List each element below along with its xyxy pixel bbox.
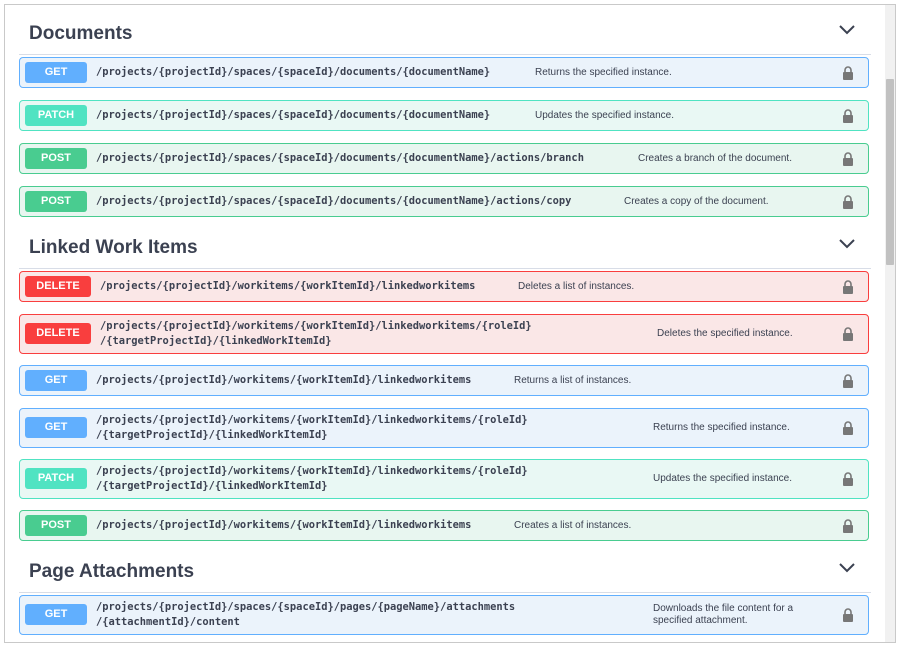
section-page-attachments-header[interactable]: Page Attachments bbox=[19, 547, 871, 593]
endpoint-path-line2: /{targetProjectId}/{linkedWorkItemId} bbox=[100, 335, 332, 347]
endpoint-path: /projects/{projectId}/spaces/{spaceId}/d… bbox=[96, 66, 491, 78]
endpoint-path: /projects/{projectId}/workitems/{workIte… bbox=[96, 374, 472, 386]
endpoint-description: Creates a list of instances. bbox=[514, 520, 632, 531]
scrollbar-thumb[interactable] bbox=[886, 79, 894, 265]
endpoint-path-line1: /projects/{projectId}/workitems/{workIte… bbox=[100, 320, 532, 332]
endpoint-description: Returns the specified instance. bbox=[653, 422, 790, 433]
lock-icon[interactable] bbox=[842, 327, 854, 341]
operation-patch-document[interactable]: PATCH /projects/{projectId}/spaces/{spac… bbox=[19, 100, 869, 131]
section-title: Page Attachments bbox=[29, 561, 195, 582]
endpoint-path-line1: /projects/{projectId}/workitems/{workIte… bbox=[96, 414, 528, 426]
section-title: Documents bbox=[29, 23, 133, 44]
endpoint-description: Deletes the specified instance. bbox=[657, 328, 793, 339]
chevron-down-icon[interactable] bbox=[839, 239, 855, 249]
method-badge: DELETE bbox=[25, 276, 91, 297]
operation-post-linked-work-items[interactable]: POST /projects/{projectId}/workitems/{wo… bbox=[19, 510, 869, 541]
operation-get-attachment-content[interactable]: GET /projects/{projectId}/spaces/{spaceI… bbox=[19, 595, 869, 635]
lock-icon[interactable] bbox=[842, 421, 854, 435]
lock-icon[interactable] bbox=[842, 374, 854, 388]
endpoint-path: /projects/{projectId}/workitems/{workIte… bbox=[100, 280, 476, 292]
lock-icon[interactable] bbox=[842, 66, 854, 80]
lock-icon[interactable] bbox=[842, 519, 854, 533]
method-badge: POST bbox=[25, 191, 87, 212]
endpoint-description: Creates a branch of the document. bbox=[638, 153, 792, 164]
method-badge: GET bbox=[25, 62, 87, 83]
endpoint-path-line2: /{targetProjectId}/{linkedWorkItemId} bbox=[96, 480, 328, 492]
endpoint-description-line2: specified attachment. bbox=[653, 615, 748, 626]
endpoint-description: Updates the specified instance. bbox=[535, 110, 674, 121]
section-title: Linked Work Items bbox=[29, 237, 198, 258]
operation-get-linked-work-item[interactable]: GET /projects/{projectId}/workitems/{wor… bbox=[19, 408, 869, 448]
endpoint-description: Creates a copy of the document. bbox=[624, 196, 769, 207]
lock-icon[interactable] bbox=[842, 608, 854, 622]
lock-icon[interactable] bbox=[842, 280, 854, 294]
chevron-down-icon[interactable] bbox=[839, 25, 855, 35]
section-documents-header[interactable]: Documents bbox=[19, 9, 871, 55]
lock-icon[interactable] bbox=[842, 109, 854, 123]
endpoint-path-line2: /{attachmentId}/content bbox=[96, 616, 240, 628]
endpoint-path-line1: /projects/{projectId}/spaces/{spaceId}/p… bbox=[96, 601, 516, 613]
endpoint-description: Returns the specified instance. bbox=[535, 67, 672, 78]
vertical-scrollbar[interactable] bbox=[885, 5, 895, 642]
operation-post-document-branch[interactable]: POST /projects/{projectId}/spaces/{space… bbox=[19, 143, 869, 174]
method-badge: POST bbox=[25, 515, 87, 536]
endpoint-path: /projects/{projectId}/spaces/{spaceId}/d… bbox=[96, 152, 584, 164]
endpoint-description: Updates the specified instance. bbox=[653, 473, 792, 484]
chevron-down-icon[interactable] bbox=[839, 563, 855, 573]
lock-icon[interactable] bbox=[842, 195, 854, 209]
lock-icon[interactable] bbox=[842, 472, 854, 486]
method-badge: POST bbox=[25, 148, 87, 169]
endpoint-path-line1: /projects/{projectId}/workitems/{workIte… bbox=[96, 465, 528, 477]
method-badge: GET bbox=[25, 370, 87, 391]
endpoint-description: Returns a list of instances. bbox=[514, 375, 632, 386]
operation-delete-linked-work-item[interactable]: DELETE /projects/{projectId}/workitems/{… bbox=[19, 314, 869, 354]
operation-delete-linked-work-items[interactable]: DELETE /projects/{projectId}/workitems/{… bbox=[19, 271, 869, 302]
endpoint-path: /projects/{projectId}/spaces/{spaceId}/d… bbox=[96, 109, 491, 121]
operation-get-document[interactable]: GET /projects/{projectId}/spaces/{spaceI… bbox=[19, 57, 869, 88]
method-badge: GET bbox=[25, 604, 87, 625]
endpoint-path-line2: /{targetProjectId}/{linkedWorkItemId} bbox=[96, 429, 328, 441]
endpoint-description: Deletes a list of instances. bbox=[518, 281, 635, 292]
operation-post-document-copy[interactable]: POST /projects/{projectId}/spaces/{space… bbox=[19, 186, 869, 217]
lock-icon[interactable] bbox=[842, 152, 854, 166]
method-badge: PATCH bbox=[25, 105, 87, 126]
endpoint-description-line1: Downloads the file content for a bbox=[653, 603, 794, 614]
endpoint-path: /projects/{projectId}/workitems/{workIte… bbox=[96, 519, 472, 531]
api-docs-window: Documents GET /projects/{projectId}/spac… bbox=[4, 4, 896, 643]
operation-get-linked-work-items[interactable]: GET /projects/{projectId}/workitems/{wor… bbox=[19, 365, 869, 396]
operation-patch-linked-work-item[interactable]: PATCH /projects/{projectId}/workitems/{w… bbox=[19, 459, 869, 499]
method-badge: GET bbox=[25, 417, 87, 438]
section-linked-work-items-header[interactable]: Linked Work Items bbox=[19, 223, 871, 269]
endpoint-path: /projects/{projectId}/spaces/{spaceId}/d… bbox=[96, 195, 572, 207]
method-badge: DELETE bbox=[25, 323, 91, 344]
method-badge: PATCH bbox=[25, 468, 87, 489]
